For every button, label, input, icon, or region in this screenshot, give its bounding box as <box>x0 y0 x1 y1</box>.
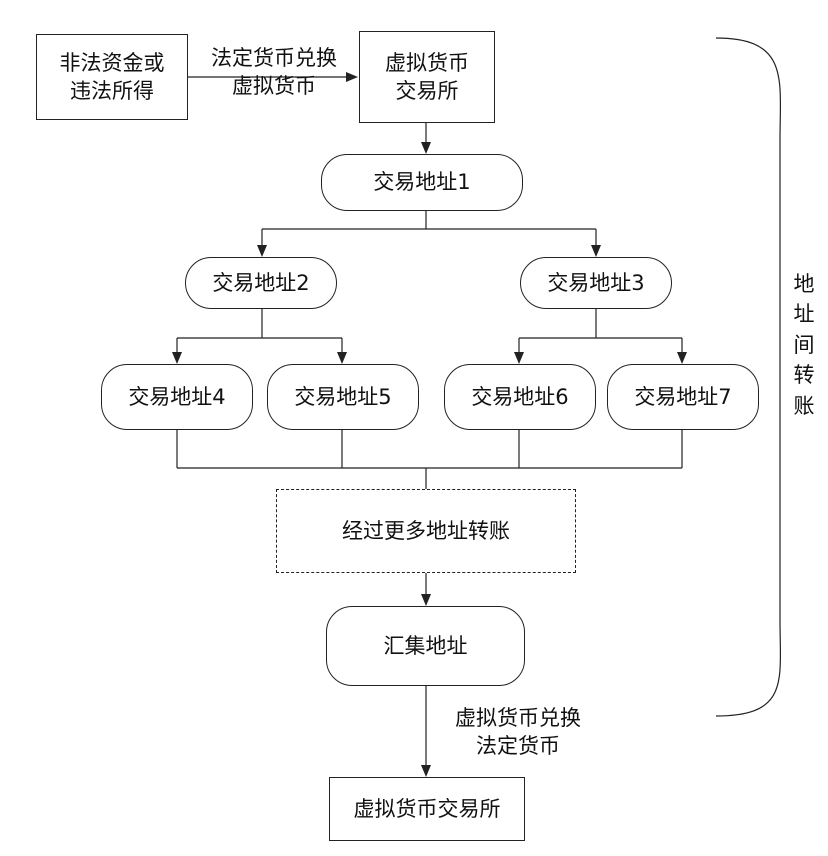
exchange-bottom-box: 虚拟货币交易所 <box>329 777 525 841</box>
address-7-label: 交易地址7 <box>634 384 732 409</box>
collection-address-node: 汇集地址 <box>326 606 525 686</box>
crypto-to-fiat-label: 虚拟货币兑换 法定货币 <box>436 704 600 761</box>
source-funds-label: 非法资金或 违法所得 <box>59 50 165 103</box>
crypto-to-fiat-text: 虚拟货币兑换 法定货币 <box>455 706 581 759</box>
right-brace <box>715 37 782 717</box>
exchange-bottom-label: 虚拟货币交易所 <box>353 796 501 821</box>
arrowhead <box>591 245 601 257</box>
exchange-top-label: 虚拟货币 交易所 <box>385 50 469 103</box>
address-2-label: 交易地址2 <box>212 270 310 295</box>
arrowhead <box>514 352 524 364</box>
address-5-node: 交易地址5 <box>267 364 419 430</box>
address-4-node: 交易地址4 <box>101 364 253 430</box>
arrowhead <box>346 72 358 82</box>
arrowhead <box>421 594 431 606</box>
arrowhead <box>421 765 431 777</box>
address-2-node: 交易地址2 <box>185 257 337 309</box>
arrowhead <box>677 352 687 364</box>
collection-address-label: 汇集地址 <box>383 633 468 658</box>
arrowhead <box>337 352 347 364</box>
more-transfers-box: 经过更多地址转账 <box>276 489 576 573</box>
exchange-top-box: 虚拟货币 交易所 <box>359 31 495 123</box>
address-6-label: 交易地址6 <box>471 384 569 409</box>
source-funds-box: 非法资金或 违法所得 <box>36 34 188 120</box>
address-1-node: 交易地址1 <box>321 154 523 211</box>
arrowhead <box>421 142 431 154</box>
fiat-to-crypto-label: 法定货币兑换 虚拟货币 <box>192 44 356 101</box>
address-3-node: 交易地址3 <box>520 257 672 309</box>
fiat-to-crypto-text: 法定货币兑换 虚拟货币 <box>211 46 337 99</box>
arrowhead <box>172 352 182 364</box>
arrowhead <box>257 245 267 257</box>
address-transfer-bracket-label: 地址间转账 <box>793 272 815 418</box>
address-7-node: 交易地址7 <box>607 364 759 430</box>
address-5-label: 交易地址5 <box>294 384 392 409</box>
address-4-label: 交易地址4 <box>128 384 226 409</box>
address-3-label: 交易地址3 <box>547 270 645 295</box>
address-1-label: 交易地址1 <box>373 170 471 195</box>
more-transfers-label: 经过更多地址转账 <box>342 518 510 543</box>
address-6-node: 交易地址6 <box>444 364 596 430</box>
